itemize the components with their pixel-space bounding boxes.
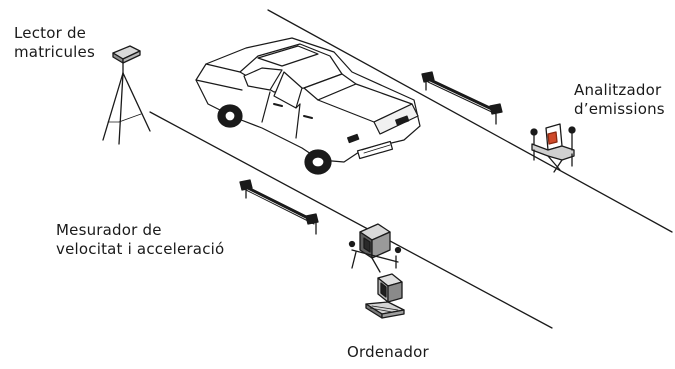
car-icon (195, 37, 421, 175)
speed-meter-label-line-2: velocitat i acceleració (56, 240, 225, 258)
emissions-analyzer-label: Analitzador d’emissions (574, 81, 665, 119)
speed-meter-label-line-1: Mesurador de (56, 221, 162, 239)
emissions-analyzer-label-line-1: Analitzador (574, 81, 662, 99)
plate-reader-label-line-1: Lector de (14, 24, 87, 42)
plate-reader-label: Lector de matricules (14, 24, 95, 62)
plate-reader-label-line-2: matricules (14, 43, 95, 61)
computer-label: Ordenador (347, 343, 429, 362)
computer-label-text: Ordenador (347, 343, 429, 361)
speed-meter-label: Mesurador de velocitat i acceleració (56, 221, 224, 259)
sensor-bar-upper-icon (421, 71, 503, 125)
plate-reader-tripod-icon (102, 45, 151, 145)
computer-icon (365, 273, 405, 319)
emissions-analyzer-label-line-2: d’emissions (574, 100, 665, 118)
sensor-unit-icon (348, 223, 402, 273)
emissions-analyzer-icon (530, 123, 576, 173)
sensor-bar-lower-icon (239, 179, 319, 235)
road-edge-lower (149, 111, 553, 329)
road-edge-upper (267, 9, 673, 233)
